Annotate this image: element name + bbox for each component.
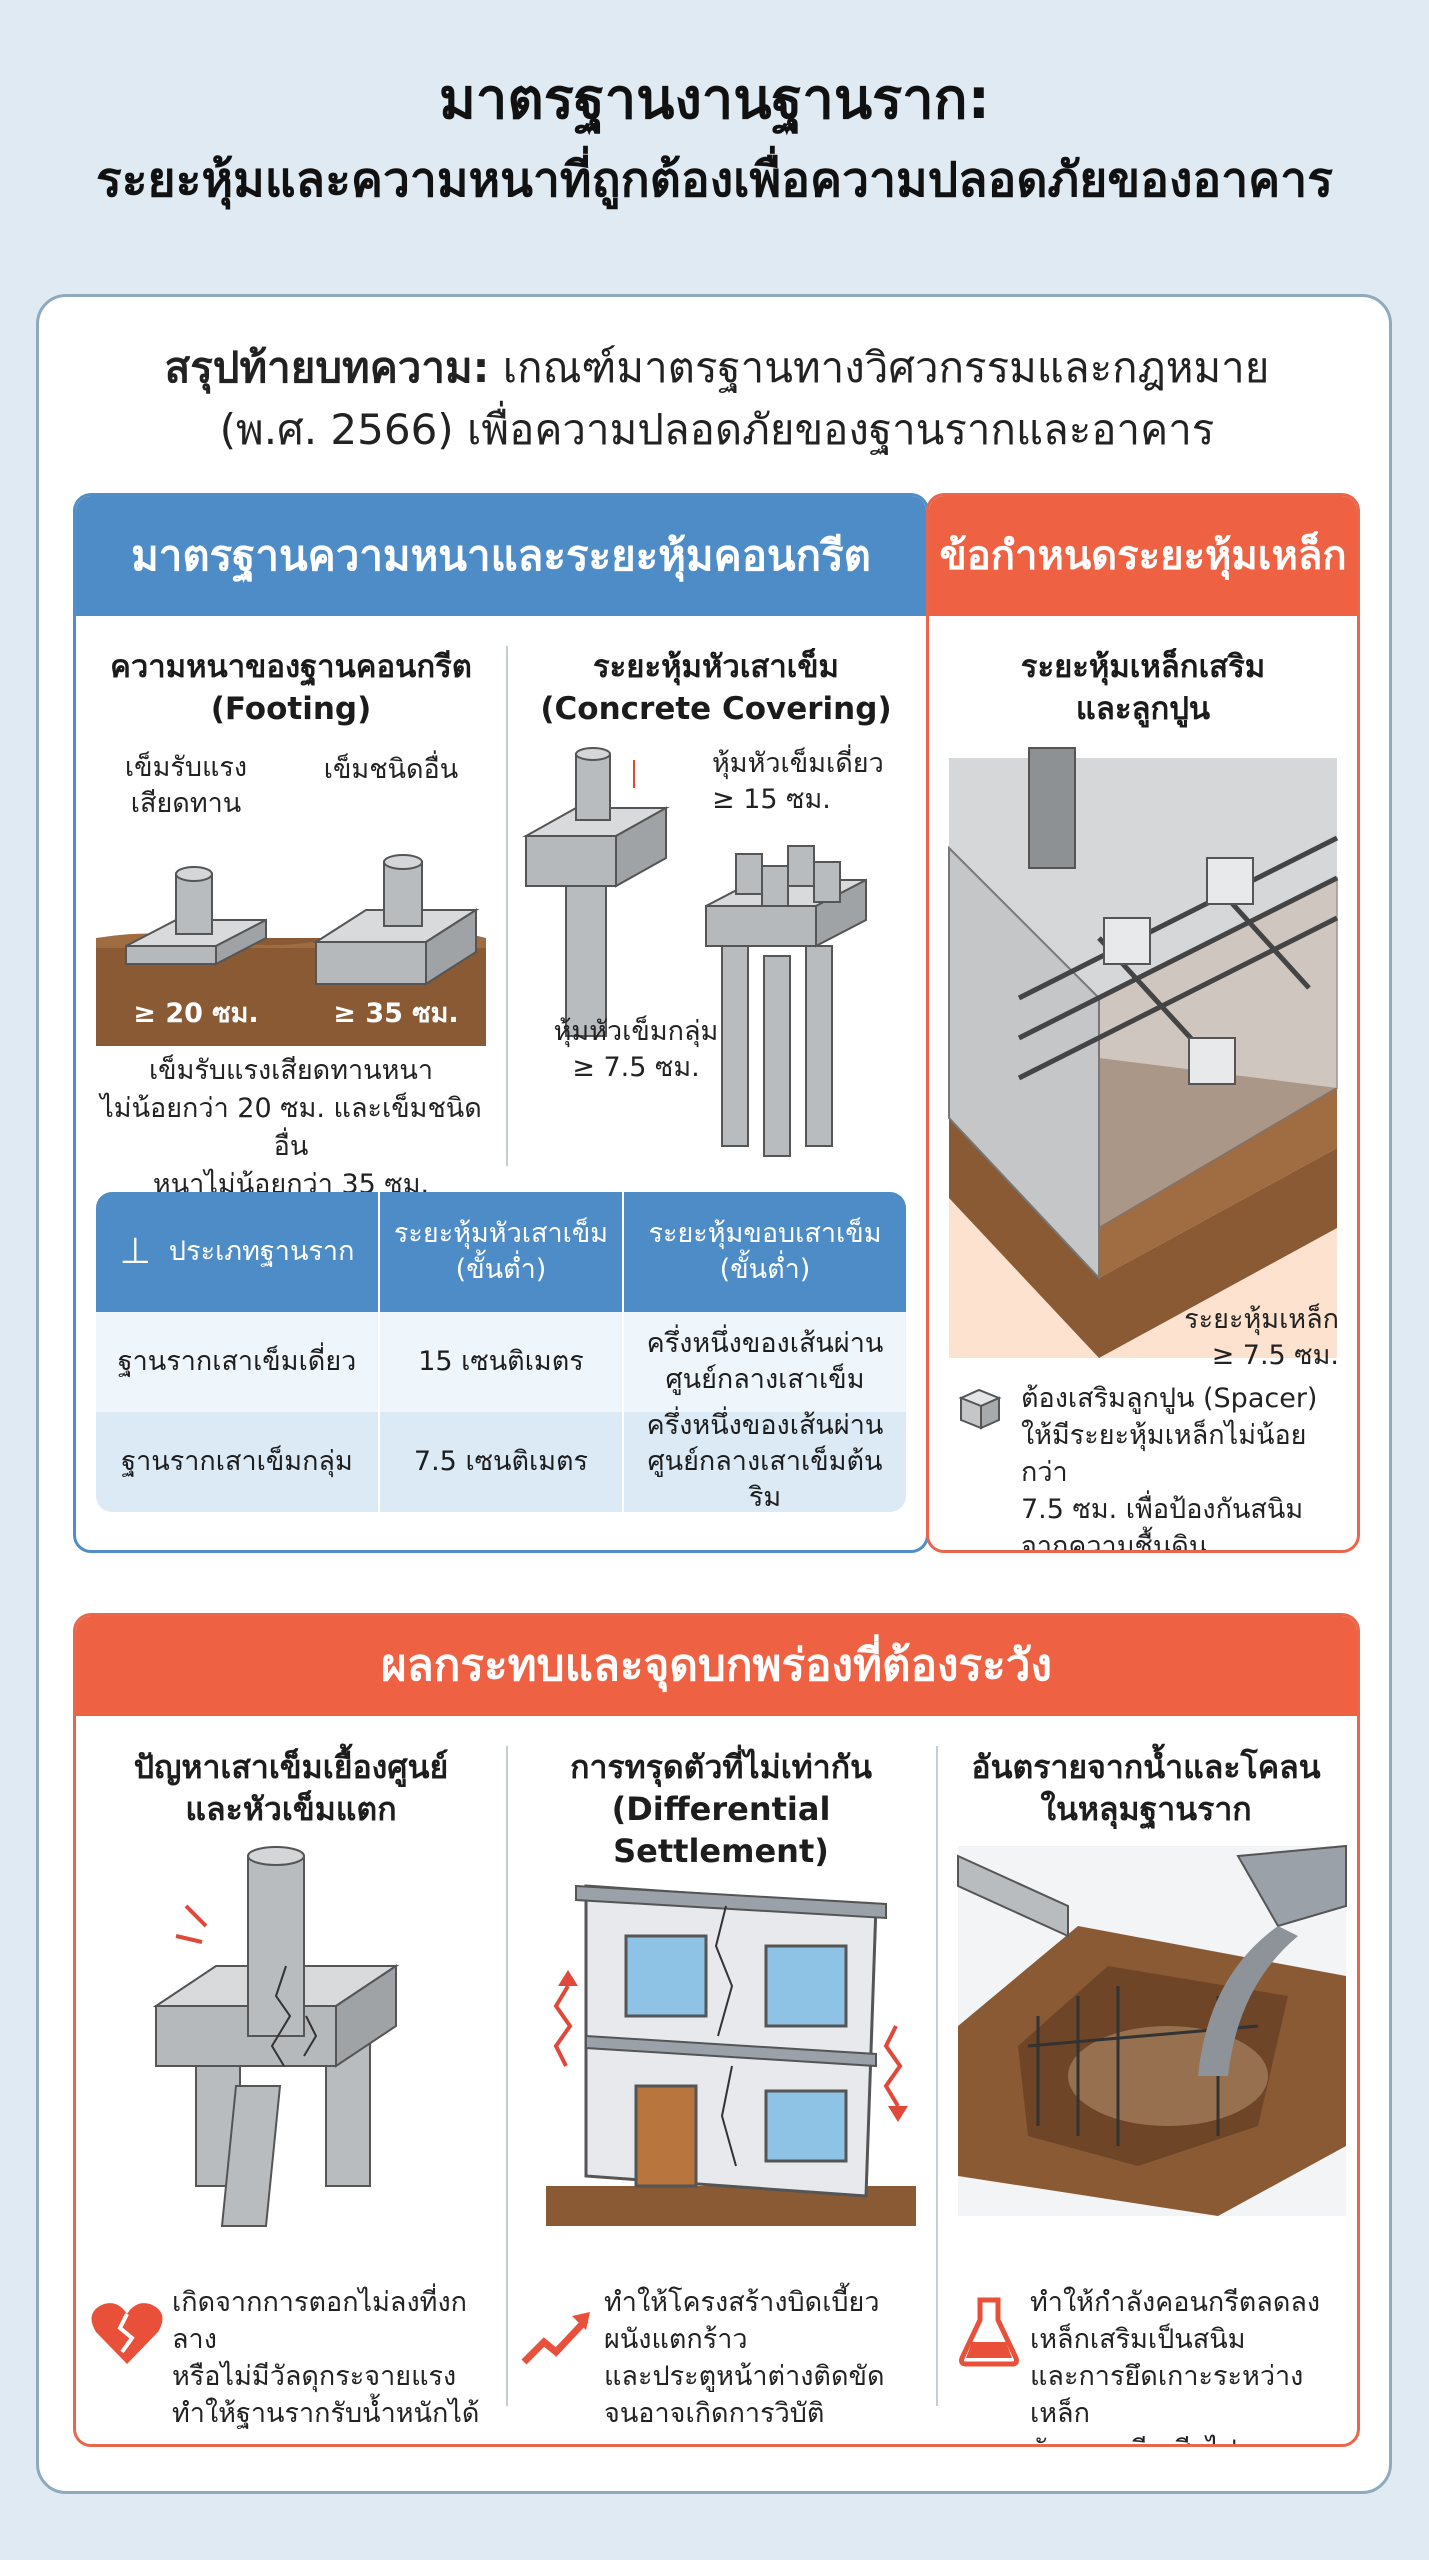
impact-1-line: เกิดจากการตอกไม่ลงที่งกลาง [172, 2287, 467, 2355]
rebar-note-4: จากความชื้นดิน [1021, 1531, 1208, 1553]
table-cell: ฐานรากเสาเข็มกลุ่ม [121, 1446, 353, 1477]
impact-2-title-2: (Differential Settlement) [611, 1790, 831, 1870]
group-cover-2: ≥ 7.5 ซม. [572, 1052, 700, 1083]
single-cover-1: หุ้มหัวเข็มเดี่ยว [712, 748, 884, 779]
footing-title-2: (Footing) [210, 691, 372, 727]
impact-2-line: และประตูหน้าต่างติดขัด [604, 2361, 885, 2392]
rebar-dim-1: ระยะหุ้มเหล็ก [1184, 1304, 1339, 1335]
covering-title-2: (Concrete Covering) [540, 691, 892, 727]
rebar-title-2: และลูกปูน [1075, 691, 1211, 727]
summary-label: สรุปท้ายบทความ: [164, 343, 490, 392]
table-cell: ฐานรากเสาเข็มเดี่ยว [117, 1346, 357, 1377]
single-cover-2: ≥ 15 ซม. [712, 784, 831, 815]
impact-3-line: เหล็กเสริมเป็นสนิม [1030, 2324, 1246, 2355]
group-cover-label: หุ้มหัวเข็มกลุ่ม ≥ 7.5 ซม. [531, 1014, 741, 1086]
rebar-note-2: ให้มีระยะหุ้มเหล็กไม่น้อยกว่า [1021, 1420, 1307, 1488]
footing-note: เข็มรับแรงเสียดทานหนา ไม่น้อยกว่า 20 ซม.… [86, 1052, 496, 1204]
impact-3-text: ทำให้กำลังคอนกรีตลดลง เหล็กเสริมเป็นสนิม… [1030, 2284, 1350, 2444]
cracked-pile-illustration [152, 1846, 400, 2227]
concrete-standard-section: มาตรฐานความหนาและระยะหุ้มคอนกรีต ความหนา… [73, 493, 929, 1553]
rebar-note-3: 7.5 ซม. เพื่อป้องกันสนิม [1021, 1494, 1304, 1525]
page-title: มาตรฐานงานฐานราก: ระยะหุ้มและความหนาที่ถ… [0, 60, 1429, 216]
rebar-title: ระยะหุ้มเหล็กเสริม และลูกปูน [939, 646, 1347, 730]
rebar-spacer-illustration [948, 747, 1339, 1358]
label-friction-pile: เข็มรับแรง เสียดทาน [106, 750, 266, 822]
rebar-title-1: ระยะหุ้มเหล็กเสริม [1020, 649, 1266, 685]
table-row: ฐานรากเสาเข็มเดี่ยว 15 เซนติเมตร ครึ่งหน… [96, 1312, 906, 1412]
dim-friction: ≥ 20 ซม. [133, 998, 259, 1029]
impact-2-line: จนอาจเกิดการวิบัติ [604, 2398, 825, 2429]
impact-1-title-2: และหัวเข็มแตก [185, 1790, 397, 1828]
header-top-cover: ระยะหุ้มหัวเสาเข็ม (ขั้นต่ำ) [378, 1192, 622, 1312]
pile-icon: ⊥ [119, 1231, 151, 1272]
impact-3-line: และการยึดเกาะระหว่างเหล็ก [1030, 2361, 1304, 2429]
dim-other: ≥ 35 ซม. [333, 998, 459, 1029]
title-line-2: ระยะหุ้มและความหนาที่ถูกต้องเพื่อความปลอ… [95, 152, 1334, 208]
header-type-label: ประเภทฐานราก [168, 1236, 355, 1267]
cover-table: ⊥ ประเภทฐานราก ระยะหุ้มหัวเสาเข็ม (ขั้นต่… [96, 1192, 906, 1512]
broken-heart-icon [91, 2303, 163, 2364]
flask-icon [959, 2297, 1019, 2367]
content-card: สรุปท้ายบทความ: เกณฑ์มาตรฐานทางวิศวกรรมแ… [36, 294, 1392, 2494]
rebar-dim: ระยะหุ้มเหล็ก ≥ 7.5 ซม. [1129, 1302, 1339, 1374]
table-row: ฐานรากเสาเข็มกลุ่ม 7.5 เซนติเมตร ครึ่งหน… [96, 1410, 906, 1512]
group-cover-1: หุ้มหัวเข็มกลุ่ม [553, 1016, 719, 1047]
footing-illustration [96, 854, 486, 1046]
impact-1-line: ลดลง [172, 2432, 492, 2444]
rebar-dim-2: ≥ 7.5 ซม. [1211, 1340, 1339, 1371]
label-friction-1: เข็มรับแรง [124, 752, 248, 783]
impact-3-title-1: อันตรายจากน้ำและโคลน [971, 1748, 1321, 1786]
impact-2-text: ทำให้โครงสร้างบิดเบี้ยว ผนังแตกร้าว และป… [604, 2284, 924, 2432]
impact-section-heading: ผลกระทบและจุดบกพร่องที่ต้องระวัง [76, 1616, 1357, 1716]
column-divider [506, 646, 508, 1166]
impact-3-line: กับคอนกรีตเสียไป [1030, 2432, 1350, 2444]
spacer-cube-icon [958, 1388, 1002, 1430]
impact-3-title-2: ในหลุมฐานราก [1040, 1790, 1252, 1828]
summary: สรุปท้ายบทความ: เกณฑ์มาตรฐานทางวิศวกรรมแ… [79, 337, 1355, 461]
footing-note-2: ไม่น้อยกว่า 20 ซม. และเข็มชนิดอื่น [100, 1093, 482, 1162]
impact-2-line: ทำให้โครงสร้างบิดเบี้ยว [604, 2287, 880, 2318]
table-header: ⊥ ประเภทฐานราก ระยะหุ้มหัวเสาเข็ม (ขั้นต่… [96, 1192, 906, 1312]
impact-2-title: การทรุดตัวที่ไม่เท่ากัน (Differential Se… [516, 1746, 926, 1872]
summary-text-1: เกณฑ์มาตรฐานทางวิศวกรรมและกฎหมาย [489, 343, 1270, 392]
single-cover-label: หุ้มหัวเข็มเดี่ยว ≥ 15 ซม. [712, 746, 922, 818]
impact-2-line: ผนังแตกร้าว [604, 2324, 748, 2355]
table-cell: ครึ่งหนึ่งของเส้นผ่านศูนย์กลางเสาเข็ม [622, 1312, 906, 1412]
footing-title: ความหนาของฐานคอนกรีต (Footing) [86, 646, 496, 730]
impact-1-line: หรือไม่มีวัลดุกระจายแรง [172, 2361, 457, 2392]
settlement-building-illustration [546, 1884, 916, 2226]
concrete-section-heading: มาตรฐานความหนาและระยะหุ้มคอนกรีต [76, 496, 926, 616]
impact-1-line: ทำให้ฐานรากรับน้ำหนักได้ [172, 2398, 480, 2429]
title-line-1: มาตรฐานงานฐานราก: [439, 67, 990, 132]
covering-title: ระยะหุ้มหัวเสาเข็ม (Concrete Covering) [516, 646, 916, 730]
impact-1-text: เกิดจากการตอกไม่ลงที่งกลาง หรือไม่มีวัลด… [172, 2284, 492, 2444]
label-friction-2: เสียดทาน [130, 788, 242, 819]
summary-text-2: (พ.ศ. 2566) เพื่อความปลอดภัยของฐานรากและ… [219, 405, 1215, 454]
impact-section: ผลกระทบและจุดบกพร่องที่ต้องระวัง ปัญหาเส… [73, 1613, 1360, 2447]
header-type: ⊥ ประเภทฐานราก [96, 1192, 378, 1312]
table-cell: ครึ่งหนึ่งของเส้นผ่านศูนย์กลางเสาเข็มต้น… [622, 1410, 906, 1512]
header-edge-cover: ระยะหุ้มขอบเสาเข็ม (ขั้นต่ำ) [622, 1192, 906, 1312]
footing-title-1: ความหนาของฐานคอนกรีต [110, 649, 472, 685]
impact-divider-1 [506, 1746, 508, 2406]
rebar-section-heading: ข้อกำหนดระยะหุ้มเหล็ก [929, 496, 1357, 616]
muddy-pit-illustration [957, 1844, 1347, 2216]
rebar-section: ข้อกำหนดระยะหุ้มเหล็ก ระยะหุ้มเหล็กเสริม… [926, 493, 1360, 1553]
rebar-note: ต้องเสริมลูกปูน (Spacer) ให้มีระยะหุ้มเห… [1021, 1380, 1351, 1553]
trend-arrow-icon [521, 2312, 590, 2365]
rebar-note-1: ต้องเสริมลูกปูน (Spacer) [1021, 1383, 1318, 1414]
impact-3-line: ทำให้กำลังคอนกรีตลดลง [1030, 2287, 1321, 2318]
impact-divider-2 [936, 1746, 938, 2406]
impact-1-title: ปัญหาเสาเข็มเยื้องศูนย์ และหัวเข็มแตก [96, 1746, 486, 1830]
footing-note-1: เข็มรับแรงเสียดทานหนา [148, 1055, 434, 1086]
label-other-pile: เข็มชนิดอื่น [323, 754, 459, 785]
impact-1-title-1: ปัญหาเสาเข็มเยื้องศูนย์ [133, 1748, 449, 1786]
impact-2-title-1: การทรุดตัวที่ไม่เท่ากัน [570, 1748, 872, 1786]
pile-cap-illustration [522, 747, 867, 1157]
covering-title-1: ระยะหุ้มหัวเสาเข็ม [593, 649, 839, 685]
table-cell: 15 เซนติเมตร [378, 1312, 622, 1412]
impact-3-title: อันตรายจากน้ำและโคลน ในหลุมฐานราก [946, 1746, 1346, 1830]
table-cell: 7.5 เซนติเมตร [378, 1412, 622, 1512]
